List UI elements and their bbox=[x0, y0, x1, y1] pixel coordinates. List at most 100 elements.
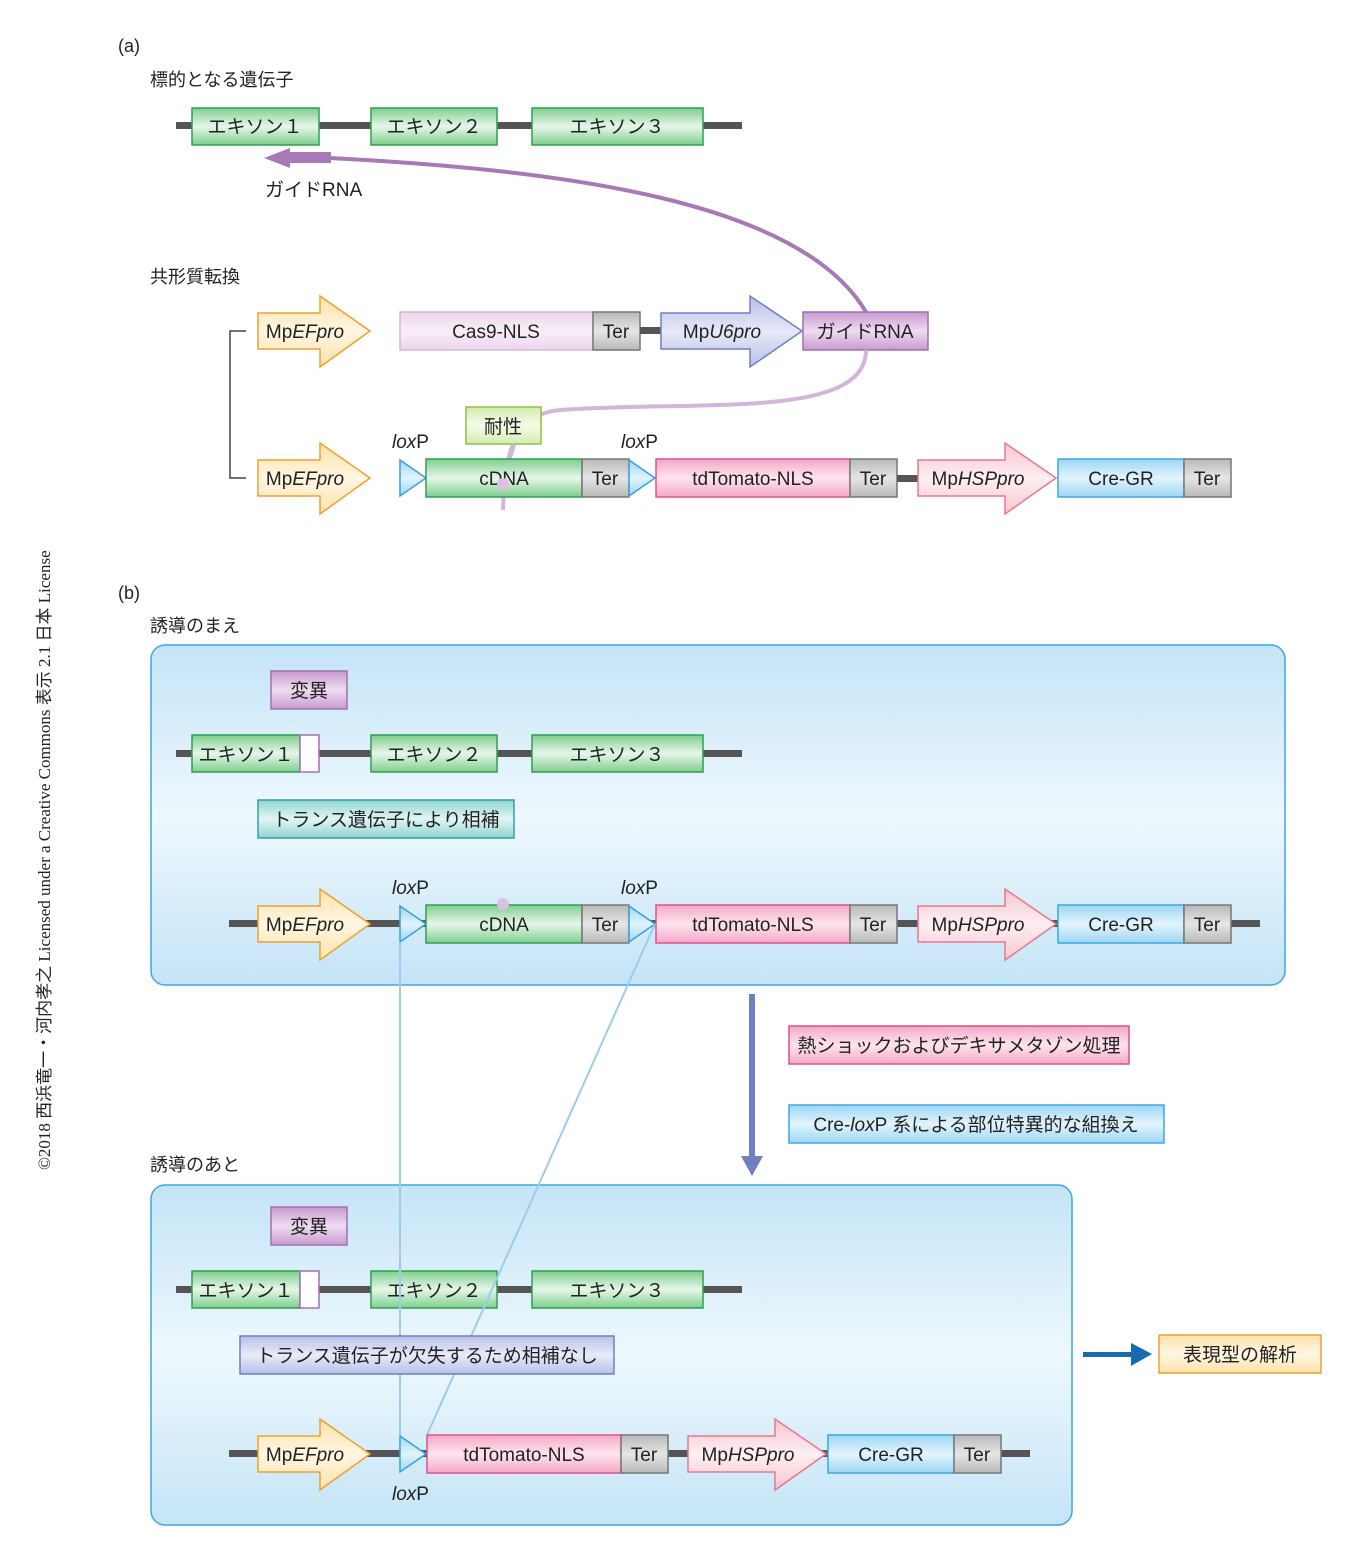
svg-text:トランス遺伝子が欠失するため相補なし: トランス遺伝子が欠失するため相補なし bbox=[256, 1345, 598, 1367]
svg-text:エキソン１: エキソン１ bbox=[198, 745, 293, 766]
svg-text:MpHSPpro: MpHSPpro bbox=[702, 1445, 795, 1466]
mpefpro-promoter: MpEFpro bbox=[257, 294, 372, 369]
tdtomato-nls-gene: tdTomato-NLS bbox=[655, 458, 851, 498]
treatment-label-box: 熱ショックおよびデキサメタゾン処理 bbox=[788, 1025, 1130, 1065]
svg-text:MpHSPpro: MpHSPpro bbox=[932, 915, 1025, 936]
cotransformation-bracket bbox=[229, 330, 246, 479]
recombination-label-box: Cre-loxP 系による部位特異的な組換え bbox=[788, 1104, 1165, 1144]
panel-b-label: (b) bbox=[118, 583, 140, 603]
construct-2: 耐性 MpEFpro loxP cDNA Ter loxP tdTomato-N… bbox=[257, 406, 1232, 516]
mutation-label-box: 変異 bbox=[270, 670, 348, 710]
svg-text:loxP: loxP bbox=[621, 878, 658, 899]
svg-text:エキソン１: エキソン１ bbox=[207, 117, 302, 138]
terminator: Ter bbox=[581, 458, 630, 498]
mutation-label-box: 変異 bbox=[270, 1206, 348, 1246]
panel-a-label: (a) bbox=[118, 36, 140, 56]
svg-text:Ter: Ter bbox=[860, 915, 887, 936]
phenotype-label-box: 表現型の解析 bbox=[1158, 1334, 1322, 1374]
svg-text:MpEFpro: MpEFpro bbox=[266, 469, 344, 490]
svg-text:tdTomato-NLS: tdTomato-NLS bbox=[463, 1445, 584, 1466]
svg-text:エキソン３: エキソン３ bbox=[569, 117, 664, 138]
loxp-site bbox=[399, 1434, 428, 1474]
loxp-site-1 bbox=[399, 904, 428, 944]
exon-3: エキソン３ bbox=[531, 107, 704, 146]
svg-text:Cre-GR: Cre-GR bbox=[858, 1445, 923, 1466]
before-induction-panel bbox=[150, 644, 1286, 986]
svg-text:tdTomato-NLS: tdTomato-NLS bbox=[692, 469, 813, 490]
svg-text:Ter: Ter bbox=[631, 1445, 658, 1466]
svg-text:Ter: Ter bbox=[1194, 915, 1221, 936]
cotransformation-heading: 共形質転換 bbox=[150, 267, 240, 287]
svg-text:Cas9-NLS: Cas9-NLS bbox=[452, 322, 540, 343]
svg-text:Ter: Ter bbox=[592, 915, 619, 936]
mutation-site bbox=[299, 1270, 320, 1309]
mutation-site bbox=[299, 734, 320, 773]
complemented-label-box: トランス遺伝子により相補 bbox=[257, 799, 515, 839]
guide-rna-target-arrow bbox=[264, 148, 868, 314]
svg-text:エキソン２: エキソン２ bbox=[386, 1281, 481, 1302]
exon-1: エキソン１ bbox=[191, 107, 320, 146]
svg-text:トランス遺伝子により相補: トランス遺伝子により相補 bbox=[272, 809, 499, 831]
svg-text:エキソン３: エキソン３ bbox=[569, 1281, 664, 1302]
resistance-label-box: 耐性 bbox=[465, 406, 542, 445]
before-induction-heading: 誘導のまえ bbox=[150, 616, 240, 636]
svg-text:tdTomato-NLS: tdTomato-NLS bbox=[692, 915, 813, 936]
cdna-gene: cDNA bbox=[425, 458, 583, 498]
svg-text:Ter: Ter bbox=[860, 469, 887, 490]
svg-text:loxP: loxP bbox=[392, 1484, 429, 1505]
loxp-site-2: loxP bbox=[621, 432, 658, 498]
construct-after: MpEFpro loxP tdTomato-NLS Ter MpHSPpro C… bbox=[229, 1417, 1030, 1505]
svg-text:Ter: Ter bbox=[603, 322, 630, 343]
exon-2: エキソン２ bbox=[370, 107, 498, 146]
svg-text:Cre-GR: Cre-GR bbox=[1088, 915, 1153, 936]
induction-arrow bbox=[741, 994, 763, 1176]
mutant-gene-after: エキソン１ エキソン２ エキソン３ bbox=[176, 1270, 742, 1309]
svg-text:Ter: Ter bbox=[1194, 469, 1221, 490]
svg-text:loxP: loxP bbox=[392, 878, 429, 899]
svg-text:ガイドRNA: ガイドRNA bbox=[816, 321, 913, 343]
cut-site-marker bbox=[497, 478, 509, 490]
after-induction-heading: 誘導のあと bbox=[150, 1155, 240, 1175]
phenotype-arrow bbox=[1083, 1343, 1152, 1366]
svg-text:Ter: Ter bbox=[964, 1445, 991, 1466]
svg-text:エキソン２: エキソン２ bbox=[386, 117, 481, 138]
svg-text:Cre-loxP 系による部位特異的な組換え: Cre-loxP 系による部位特異的な組換え bbox=[813, 1114, 1138, 1136]
guide-rna-label: ガイドRNA bbox=[265, 179, 362, 201]
target-gene: エキソン１ エキソン２ エキソン３ bbox=[176, 107, 742, 146]
svg-text:耐性: 耐性 bbox=[484, 416, 522, 438]
loxp-site-2 bbox=[628, 904, 657, 944]
svg-text:MpEFpro: MpEFpro bbox=[266, 322, 344, 343]
mpefpro-promoter: MpEFpro bbox=[257, 441, 372, 516]
svg-text:loxP: loxP bbox=[621, 432, 658, 453]
terminator: Ter bbox=[592, 311, 641, 351]
construct-before: MpEFpro loxP cDNA Ter loxP tdTomato-NLS … bbox=[229, 878, 1260, 962]
svg-text:MpHSPpro: MpHSPpro bbox=[932, 469, 1025, 490]
svg-text:エキソン３: エキソン３ bbox=[569, 745, 664, 766]
svg-text:Cre-GR: Cre-GR bbox=[1088, 469, 1153, 490]
mutant-gene-before: エキソン１ エキソン２ エキソン３ bbox=[176, 734, 742, 773]
loxp-site-1: loxP bbox=[392, 432, 429, 498]
svg-text:MpU6pro: MpU6pro bbox=[683, 322, 761, 343]
cre-gr-gene: Cre-GR bbox=[1057, 458, 1185, 498]
cas9-nls-gene: Cas9-NLS bbox=[399, 311, 594, 351]
terminator: Ter bbox=[849, 458, 898, 498]
svg-text:熱ショックおよびデキサメタゾン処理: 熱ショックおよびデキサメタゾン処理 bbox=[797, 1035, 1120, 1057]
mpu6pro-promoter: MpU6pro bbox=[660, 294, 804, 369]
svg-text:エキソン１: エキソン１ bbox=[198, 1281, 293, 1302]
svg-text:Ter: Ter bbox=[592, 469, 619, 490]
svg-text:loxP: loxP bbox=[392, 432, 429, 453]
svg-text:MpEFpro: MpEFpro bbox=[266, 915, 344, 936]
svg-text:変異: 変異 bbox=[290, 680, 328, 702]
mphsppro-promoter: MpHSPpro bbox=[917, 441, 1058, 516]
target-gene-heading: 標的となる遺伝子 bbox=[150, 70, 293, 90]
svg-text:表現型の解析: 表現型の解析 bbox=[1183, 1344, 1297, 1366]
svg-text:変異: 変異 bbox=[290, 1216, 328, 1238]
svg-text:MpEFpro: MpEFpro bbox=[266, 1445, 344, 1466]
terminator: Ter bbox=[1183, 458, 1232, 498]
construct-1: MpEFpro Cas9-NLS Ter MpU6pro ガイドRNA bbox=[257, 294, 929, 369]
svg-text:エキソン２: エキソン２ bbox=[386, 745, 481, 766]
svg-text:cDNA: cDNA bbox=[479, 915, 529, 936]
not-complemented-label-box: トランス遺伝子が欠失するため相補なし bbox=[239, 1335, 615, 1375]
guide-rna-gene: ガイドRNA bbox=[802, 311, 929, 351]
